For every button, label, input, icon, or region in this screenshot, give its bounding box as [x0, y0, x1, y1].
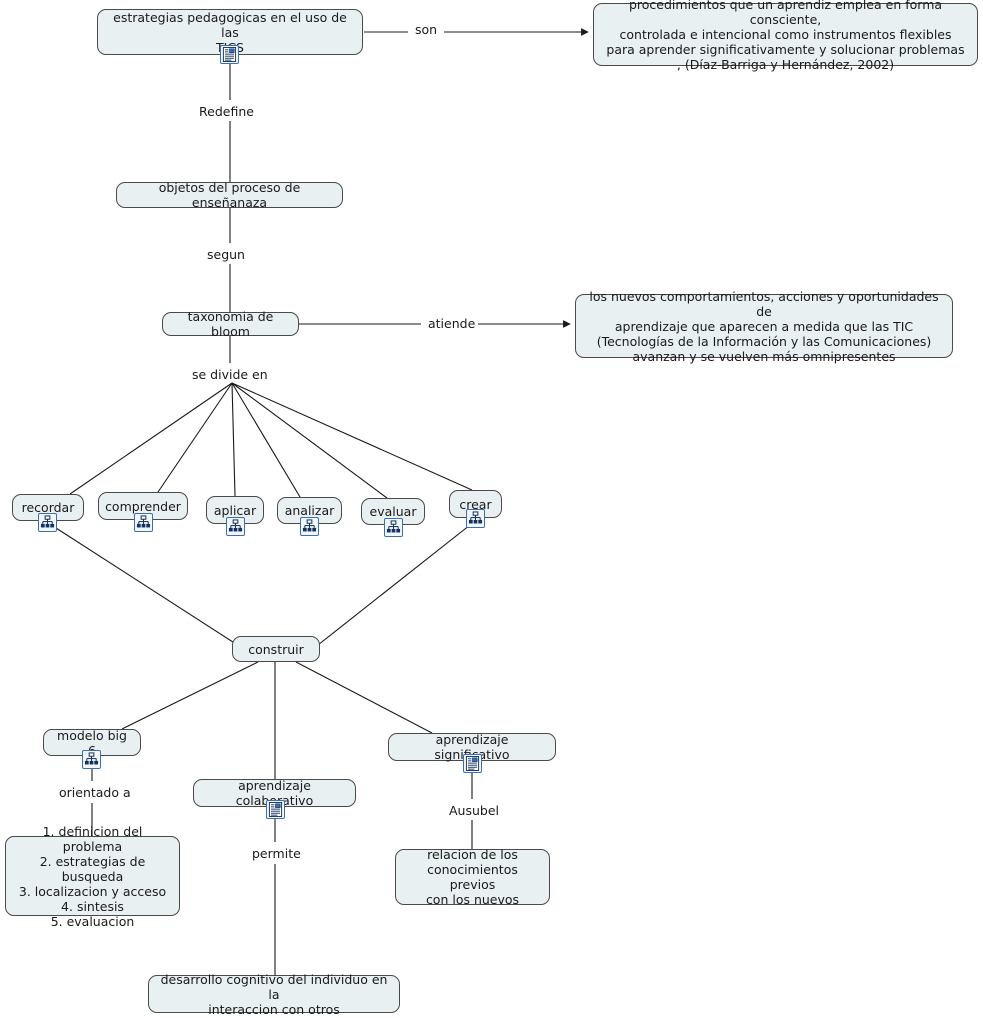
node-label: evaluar [369, 504, 417, 519]
node-label: relacion de los conocimientos previos co… [425, 847, 520, 907]
node-estrategias[interactable]: estrategias pedagogicas en el uso de las… [97, 9, 363, 55]
edge-construir-significativo [295, 661, 433, 734]
edge-crear-construir [317, 524, 471, 646]
link-label-segun[interactable]: segun [204, 248, 248, 262]
note-icon[interactable] [266, 800, 285, 819]
node-label: crear [459, 496, 492, 512]
node-label: comprender [105, 498, 181, 514]
node-procedimientos[interactable]: procedimientos que un aprendiz emplea en… [593, 0, 978, 72]
node-taxonomia[interactable]: taxonomia de bloom [162, 309, 299, 339]
link-label-ausubel[interactable]: Ausubel [446, 804, 503, 818]
edge-sedivideen-evaluar [231, 382, 388, 499]
node-big6list[interactable]: 1. definicion del problema 2. estrategia… [5, 824, 180, 929]
node-label: construir [248, 641, 304, 657]
node-comprender[interactable]: comprender [98, 492, 188, 520]
edge-sedivideen-comprender [157, 382, 233, 493]
node-crear[interactable]: crear [449, 490, 502, 518]
edge-sedivideen-aplicar [231, 382, 236, 497]
edge-construir-modelobig6 [121, 661, 259, 730]
link-label-orientadoa[interactable]: orientado a [56, 786, 134, 800]
tree-icon[interactable] [38, 513, 57, 532]
tree-icon[interactable] [134, 513, 153, 532]
node-label: desarrollo cognitivo del individuo en la… [160, 971, 388, 1017]
node-label: procedimientos que un aprendiz emplea en… [606, 0, 965, 72]
node-label: taxonomia de bloom [187, 309, 274, 339]
node-label: objetos del proceso de enseñanaza [158, 180, 301, 210]
tree-icon[interactable] [82, 750, 101, 769]
edge-recordar-construir [55, 527, 237, 645]
note-icon[interactable] [220, 45, 239, 64]
node-desarrollo[interactable]: desarrollo cognitivo del individuo en la… [148, 972, 400, 1017]
node-label: 1. definicion del problema 2. estrategia… [18, 823, 167, 929]
node-label: recordar [21, 500, 75, 515]
node-relacion[interactable]: relacion de los conocimientos previos co… [395, 847, 550, 907]
edge-sedivideen-analizar [231, 382, 301, 498]
link-label-permite[interactable]: permite [249, 847, 304, 861]
link-label-son[interactable]: son [412, 23, 441, 37]
tree-icon[interactable] [384, 518, 403, 537]
node-tic_nuevos[interactable]: los nuevos comportamientos, acciones y o… [575, 289, 953, 364]
edge-sedivideen-crear [231, 382, 473, 491]
link-label-redefine[interactable]: Redefine [196, 105, 257, 119]
link-label-sedivideen[interactable]: se divide en [189, 368, 271, 382]
node-label: los nuevos comportamientos, acciones y o… [589, 288, 939, 364]
node-label: analizar [284, 503, 335, 518]
tree-icon[interactable] [226, 517, 245, 536]
node-label: aplicar [213, 502, 257, 518]
node-construir[interactable]: construir [232, 636, 320, 662]
node-recordar[interactable]: recordar [12, 494, 84, 521]
node-objetos[interactable]: objetos del proceso de enseñanaza [116, 180, 343, 210]
note-icon[interactable] [463, 754, 482, 773]
link-label-atiende[interactable]: atiende [425, 317, 479, 331]
tree-icon[interactable] [300, 517, 319, 536]
edge-sedivideen-recordar [69, 382, 233, 495]
tree-icon[interactable] [466, 509, 485, 528]
